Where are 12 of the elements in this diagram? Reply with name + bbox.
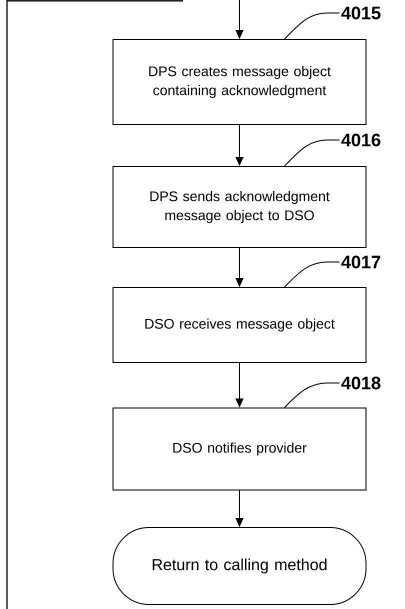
process-box: DPS sends acknowledgment message object to DSO bbox=[112, 166, 366, 248]
reference-number: 4017 bbox=[341, 256, 380, 268]
reference-number: 4018 bbox=[341, 376, 380, 390]
reference-number: 4015 bbox=[341, 6, 381, 20]
leader-line bbox=[284, 382, 340, 408]
reference-number: 4016 bbox=[341, 134, 380, 146]
leader-line bbox=[284, 262, 340, 288]
leader-line bbox=[284, 140, 340, 166]
process-box: DPS creates message object containing acknowledgment bbox=[112, 39, 366, 125]
process-box: DSO receives message object bbox=[112, 287, 366, 363]
process-box: DSO notifies provider bbox=[112, 408, 366, 490]
leader-line bbox=[284, 12, 340, 40]
